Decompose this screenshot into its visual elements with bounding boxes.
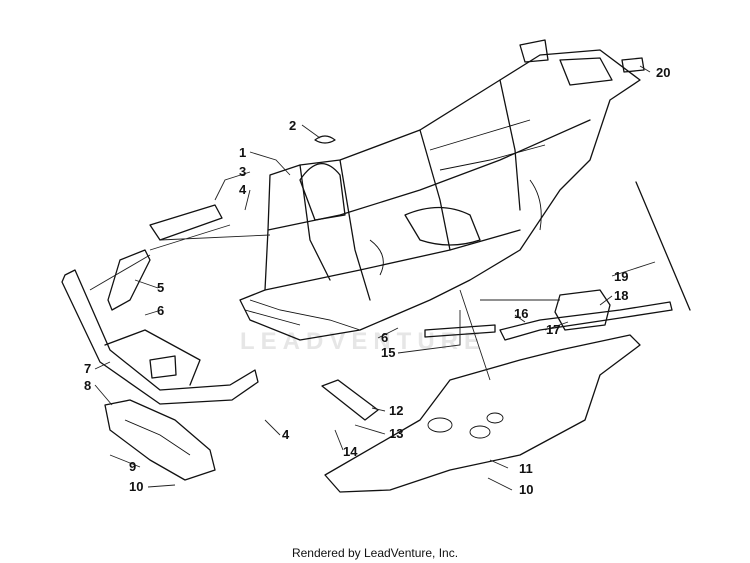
main-frame — [239, 39, 641, 341]
callout-10-rear: 10 — [519, 482, 534, 497]
callout-7: 7 — [84, 361, 92, 376]
callout-13: 13 — [389, 426, 404, 441]
bracket-3 — [149, 204, 223, 241]
callout-14: 14 — [343, 444, 358, 459]
callout-6: 6 — [157, 303, 165, 318]
bracket-12 — [321, 379, 379, 421]
callout-3: 3 — [239, 164, 247, 179]
reference-lines — [89, 224, 560, 381]
rod-19 — [635, 181, 691, 311]
callout-1: 1 — [239, 145, 247, 160]
callout-4: 4 — [239, 182, 247, 197]
callout-16: 16 — [514, 306, 529, 321]
cap-20 — [621, 57, 645, 73]
callout-10-front: 10 — [129, 479, 144, 494]
bar-16 — [499, 301, 673, 341]
callout-6-lower: 6 — [381, 330, 389, 345]
callout-18: 18 — [614, 288, 629, 303]
footer-credit: Rendered by LeadVenture, Inc. — [291, 546, 459, 560]
strip-15 — [424, 324, 496, 338]
leader-lines — [94, 65, 656, 491]
bracket-18 — [554, 289, 611, 331]
callout-9: 9 — [129, 459, 137, 474]
pin-2 — [314, 135, 336, 144]
callout-15: 15 — [381, 345, 396, 360]
callout-20: 20 — [656, 65, 671, 80]
brace-5 — [107, 249, 151, 311]
front-skid-plate-8 — [104, 399, 216, 481]
skid-plate-11 — [324, 334, 641, 493]
callout-4-lower: 4 — [282, 427, 290, 442]
front-bumper-7 — [61, 269, 259, 405]
callout-17: 17 — [546, 322, 561, 337]
callout-12: 12 — [389, 403, 404, 418]
callout-5: 5 — [157, 280, 165, 295]
callout-11: 11 — [519, 461, 533, 476]
callout-8: 8 — [84, 378, 92, 393]
callout-2: 2 — [289, 118, 297, 133]
callout-19: 19 — [614, 269, 629, 284]
